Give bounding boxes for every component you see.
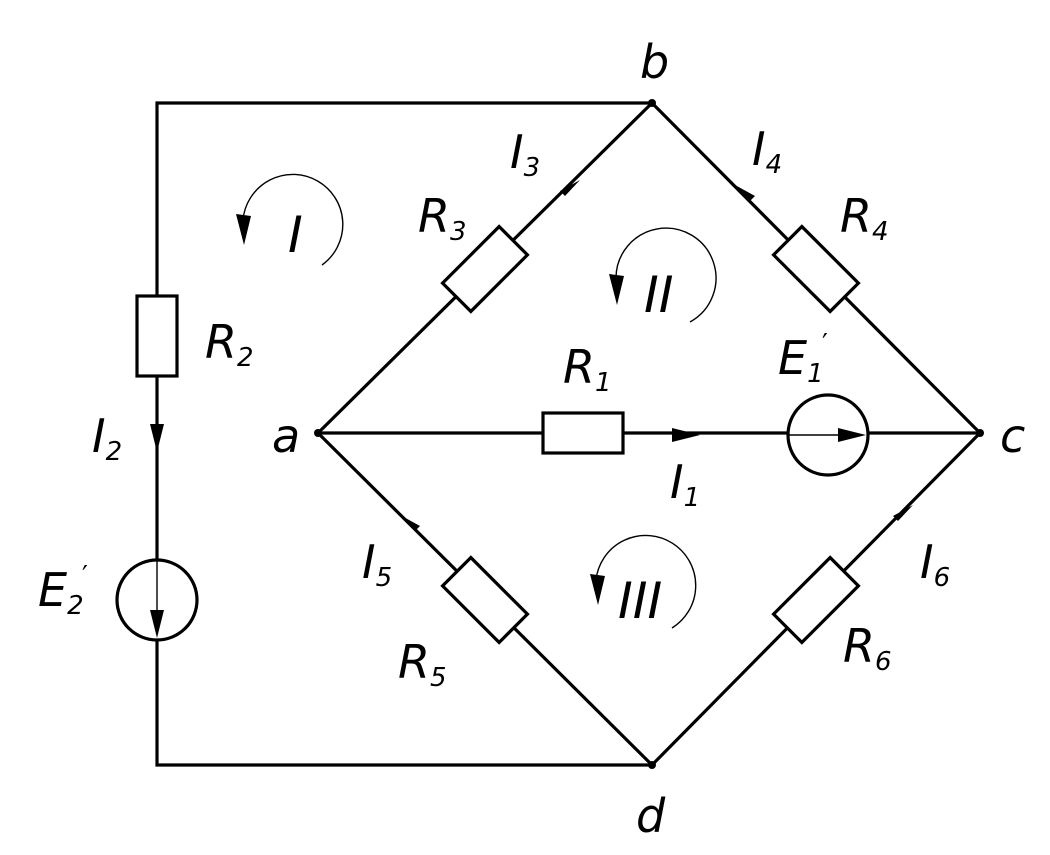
label-r1: R1 — [563, 340, 612, 398]
resistors — [135, 224, 861, 645]
resistor-r6 — [771, 555, 861, 645]
label-r4: R4 — [840, 189, 889, 247]
loop-arrow-ii-icon — [609, 274, 624, 305]
label-e2: E2 — [38, 563, 84, 621]
node-label-a: a — [272, 409, 300, 463]
node-labels: a b c d — [272, 35, 1025, 843]
label-r3: R3 — [418, 189, 467, 247]
node-dot-b — [648, 99, 656, 107]
arrow-e1-icon — [838, 428, 866, 442]
node-label-d: d — [636, 789, 666, 843]
resistor-r3 — [440, 224, 530, 314]
arrow-i2-icon — [150, 424, 164, 452]
label-r5: R5 — [398, 635, 447, 693]
current-labels: I1 I2 I3 I4 I5 I6 — [92, 122, 950, 593]
label-r2: R2 — [205, 315, 254, 373]
loop-arc-ii — [615, 227, 717, 323]
arrow-i5-icon — [400, 515, 420, 531]
label-e2-prime: ′ — [82, 561, 88, 591]
label-i4: I4 — [752, 122, 782, 180]
label-i2: I2 — [92, 409, 122, 467]
label-i1: I1 — [670, 455, 700, 513]
resistor-r2 — [135, 294, 179, 378]
loop-arc-i — [242, 173, 344, 266]
source-labels: E1 ′ E2 ′ — [38, 329, 828, 621]
arrow-i3-icon — [560, 180, 580, 196]
label-i5: I5 — [362, 535, 392, 593]
source-e1 — [786, 393, 870, 477]
voltage-sources — [115, 393, 870, 642]
arrow-i4-icon — [735, 185, 755, 201]
loop-label-iii: III — [618, 572, 662, 630]
label-i6: I6 — [920, 535, 950, 593]
resistor-r1 — [541, 411, 625, 455]
wire-bottom-left — [155, 638, 654, 767]
label-e1: E1 — [778, 331, 824, 389]
loop-label-ii: II — [644, 266, 674, 324]
current-arrows — [150, 180, 913, 531]
node-dot-d — [648, 761, 656, 769]
wire-top-left — [155, 101, 654, 298]
loop-label-i: I — [288, 206, 303, 264]
source-e2 — [115, 558, 199, 642]
label-e1-prime: ′ — [822, 329, 828, 359]
node-dot-a — [314, 429, 322, 437]
loop-arrows — [236, 173, 717, 629]
resistor-r5 — [440, 555, 530, 645]
resistor-labels: R1 R2 R3 R4 R5 R6 — [205, 189, 892, 693]
node-label-c: c — [1000, 409, 1025, 463]
node-label-b: b — [640, 35, 669, 89]
arrow-i6-icon — [893, 505, 913, 521]
loop-arc-iii — [595, 534, 697, 629]
label-i3: I3 — [510, 125, 540, 183]
node-dots — [314, 99, 984, 769]
arrow-e2-icon — [150, 610, 164, 638]
label-r6: R6 — [843, 619, 892, 677]
loop-arrow-iii-icon — [590, 574, 605, 605]
resistor-r4 — [771, 224, 861, 314]
loop-labels: I II III — [288, 206, 674, 630]
arrow-i1-icon — [672, 428, 700, 442]
node-dot-c — [976, 429, 984, 437]
loop-arrow-i-icon — [236, 214, 251, 245]
